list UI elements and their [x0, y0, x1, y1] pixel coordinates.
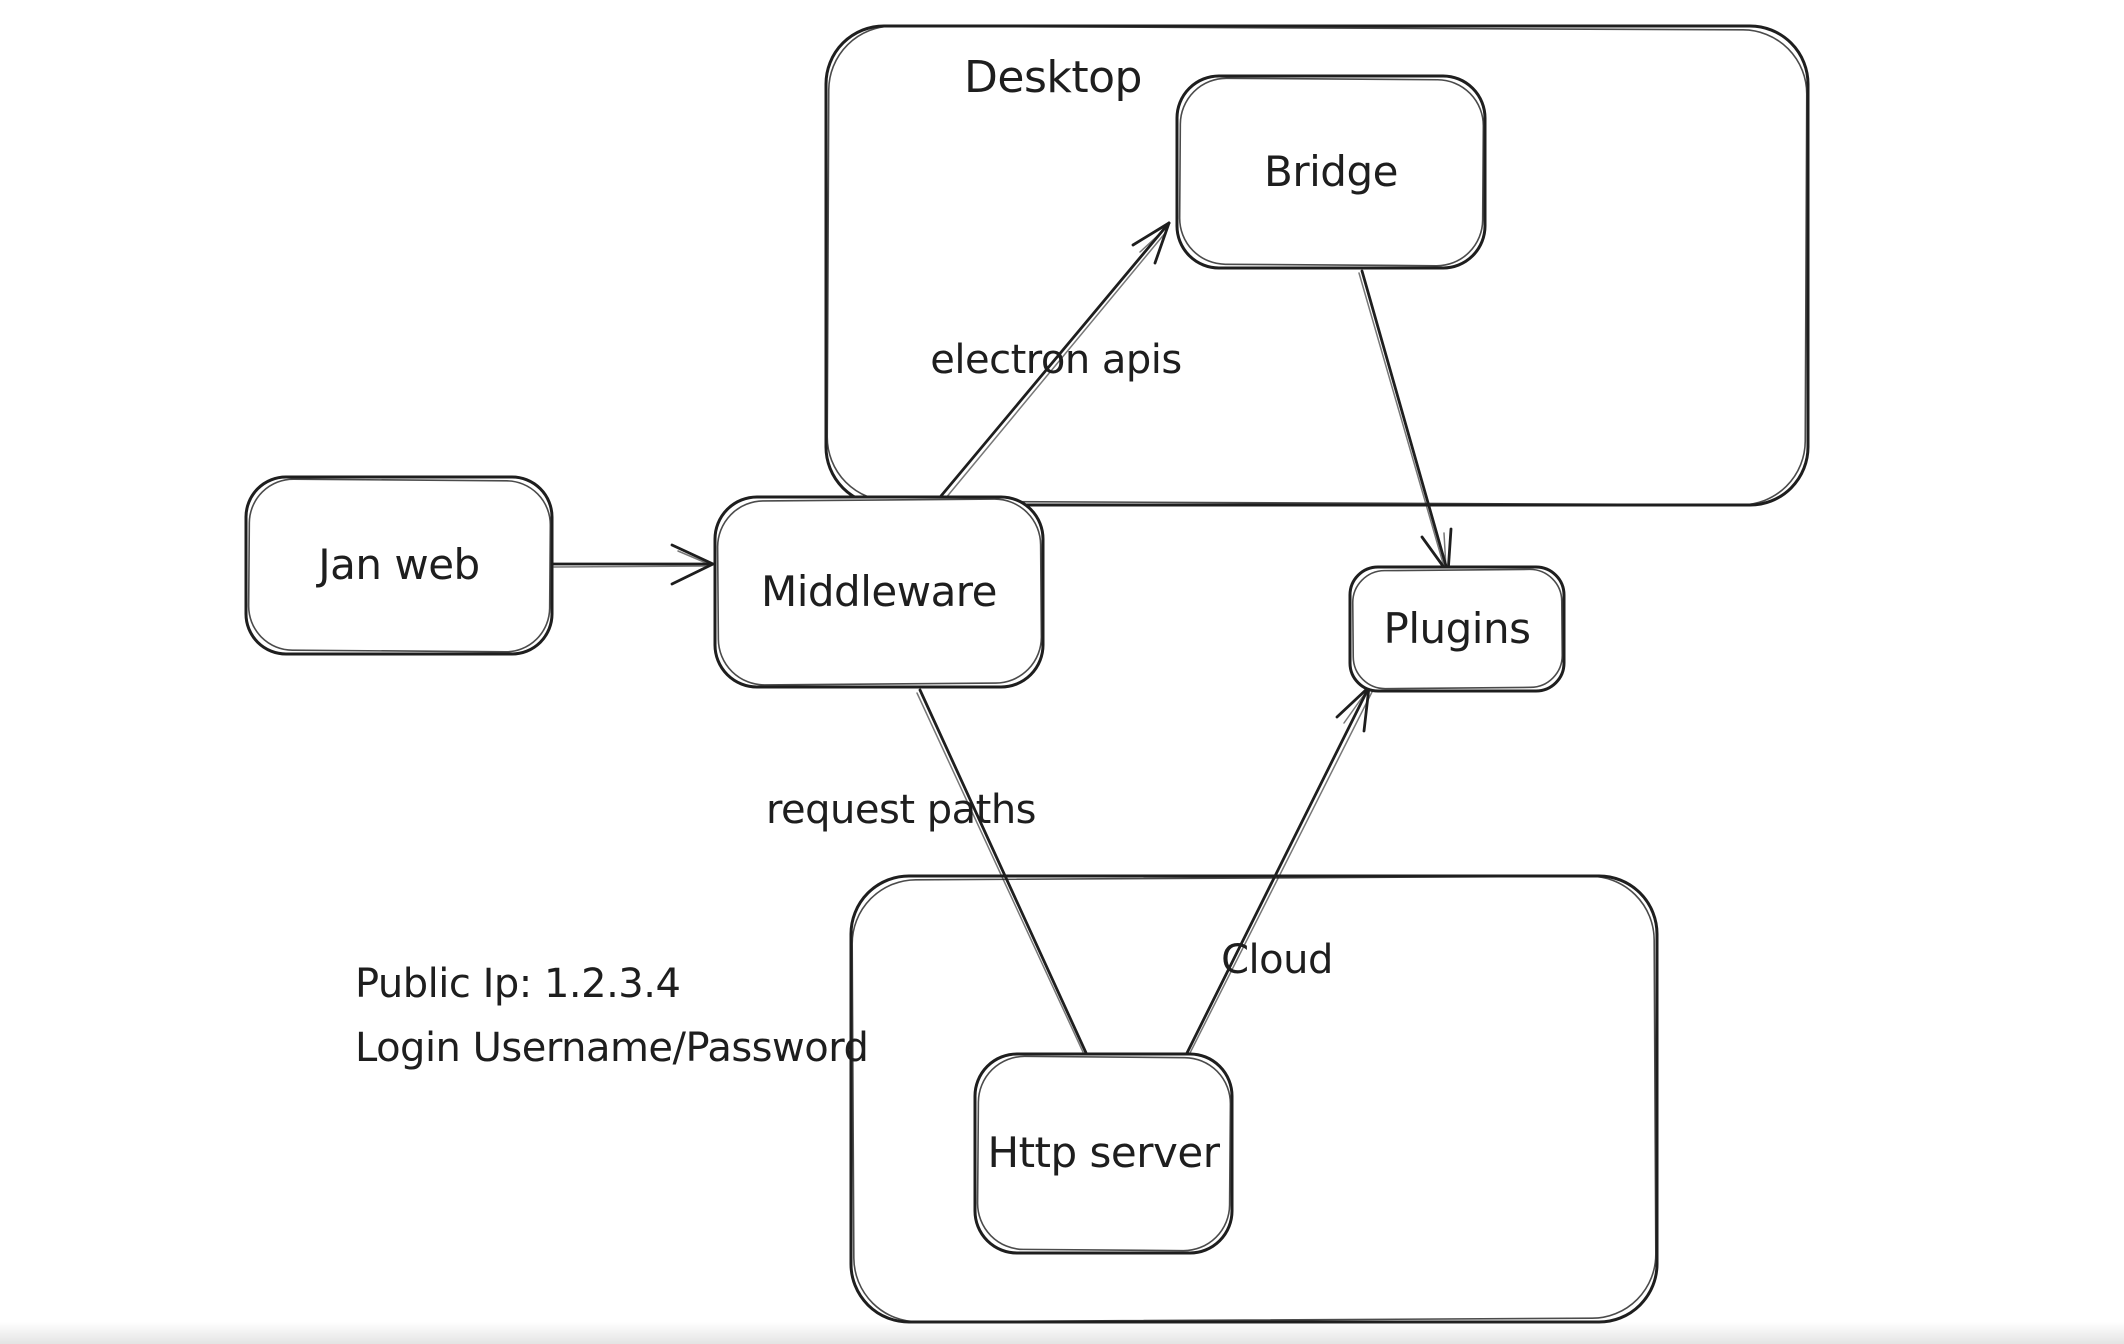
- edge-janweb-middleware: [550, 543, 715, 586]
- annotation-public-ip: Public Ip: 1.2.3.4: [355, 961, 681, 1007]
- node-label-bridge: Bridge: [1264, 146, 1398, 196]
- node-label-jan-web: Jan web: [318, 540, 480, 590]
- edge-middleware-bridge: [939, 221, 1171, 500]
- node-plugins-shape: [1348, 565, 1566, 693]
- edge-httpserver-plugins: [1184, 685, 1374, 1057]
- annotation-credentials: Public Ip: 1.2.3.4 Login Username/Passwo…: [355, 952, 869, 1080]
- edge-middleware-httpserver: [916, 688, 1089, 1057]
- node-label-middleware: Middleware: [760, 566, 998, 616]
- node-middleware-shape: [713, 495, 1045, 689]
- node-label-http-server: Http server: [987, 1128, 1220, 1178]
- edge-label-request-paths: request paths: [765, 787, 1037, 833]
- node-jan-web-shape: [244, 475, 554, 656]
- node-http-server-shape: [973, 1052, 1234, 1255]
- edge-label-electron-apis: electron apis: [930, 337, 1182, 383]
- container-label-cloud: Cloud: [1221, 937, 1333, 983]
- node-bridge-shape: [1175, 74, 1487, 270]
- annotation-login: Login Username/Password: [355, 1025, 869, 1071]
- node-label-plugins: Plugins: [1383, 603, 1531, 653]
- edge-bridge-plugins: [1358, 269, 1453, 575]
- container-label-desktop: Desktop: [964, 51, 1142, 103]
